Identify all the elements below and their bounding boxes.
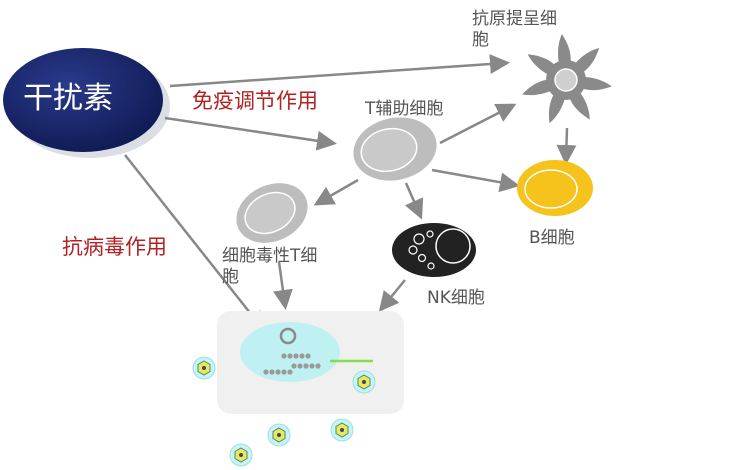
arrow-ifn-to-apc [169, 54, 510, 88]
cytotoxic-t-cell-shape [236, 183, 308, 243]
virus-particle [229, 443, 253, 467]
viral-genome-chain [263, 353, 321, 375]
arrow-apc-to-b-cell [556, 127, 577, 165]
b-cell-shape [517, 160, 593, 216]
viral-particle-ring [279, 327, 297, 345]
arrow-ifn-to-infected-cell [124, 154, 266, 332]
arrow-t-helper-to-cytotoxic-t [313, 178, 359, 206]
antiviral-label: 抗病毒作用 [62, 235, 167, 259]
virus-particle [352, 370, 376, 394]
arrow-cytotoxic-to-infected [273, 261, 293, 310]
virus-particle [267, 423, 291, 447]
apc-cell-shape [522, 34, 612, 124]
cytotoxic-t-label: 细胞毒性T细 胞 [222, 246, 317, 289]
virus-particle [330, 418, 354, 442]
cytotoxic-t-label-line2: 胞 [222, 267, 239, 288]
t-helper-label: T辅助细胞 [365, 99, 444, 119]
b-cell-label: B细胞 [529, 228, 575, 248]
t-helper-cell-shape [353, 117, 437, 181]
immune-regulation-label: 免疫调节作用 [192, 89, 318, 113]
arrow-t-helper-to-b-cell [431, 168, 520, 193]
interferon-label: 干扰素 [23, 81, 113, 116]
apc-label: 抗原提呈细 胞 [472, 9, 557, 52]
arrow-t-helper-to-nk [404, 182, 424, 220]
nk-cell-shape [392, 223, 476, 277]
interferon-ellipse [3, 48, 163, 152]
infected-cell [240, 322, 340, 382]
apc-label-line2: 胞 [472, 30, 489, 51]
apc-label-line1: 抗原提呈细 [472, 9, 557, 29]
arrow-ifn-to-t-helper [164, 116, 337, 151]
arrow-t-helper-to-apc [439, 103, 517, 145]
cytotoxic-t-label-line1: 细胞毒性T细 [222, 246, 318, 266]
virus-particle [192, 356, 216, 380]
nk-cell-label: NK细胞 [427, 288, 485, 308]
arrow-nk-to-infected [378, 279, 406, 312]
